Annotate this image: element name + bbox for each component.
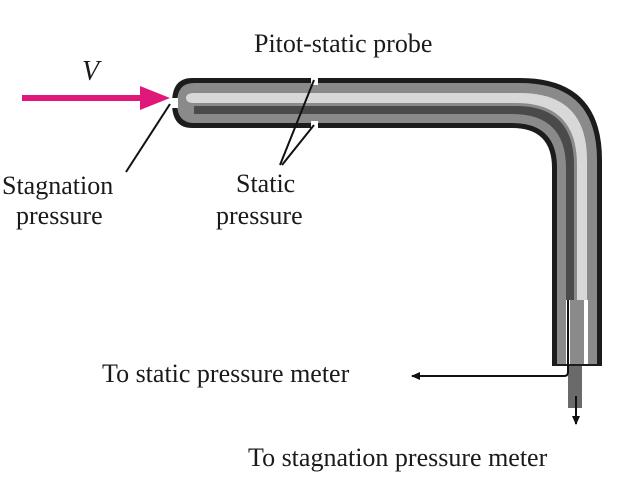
static-leader-bottom bbox=[281, 124, 315, 166]
to-stagnation-meter-label: To stagnation pressure meter bbox=[248, 443, 548, 472]
static-leader-top bbox=[279, 79, 315, 166]
static-pressure-line bbox=[411, 300, 569, 380]
velocity-label: V bbox=[82, 56, 102, 87]
to-static-meter-label: To static pressure meter bbox=[102, 359, 350, 388]
static-label-1: Static bbox=[236, 169, 295, 198]
probe-title: Pitot-static probe bbox=[254, 29, 432, 58]
stagnation-leader bbox=[125, 103, 171, 173]
static-label-2: pressure bbox=[216, 201, 303, 230]
pitot-static-probe bbox=[170, 76, 602, 408]
stagnation-label-2: pressure bbox=[16, 201, 103, 230]
stagnation-label-1: Stagnation bbox=[2, 171, 113, 200]
flow-arrow bbox=[22, 86, 170, 110]
